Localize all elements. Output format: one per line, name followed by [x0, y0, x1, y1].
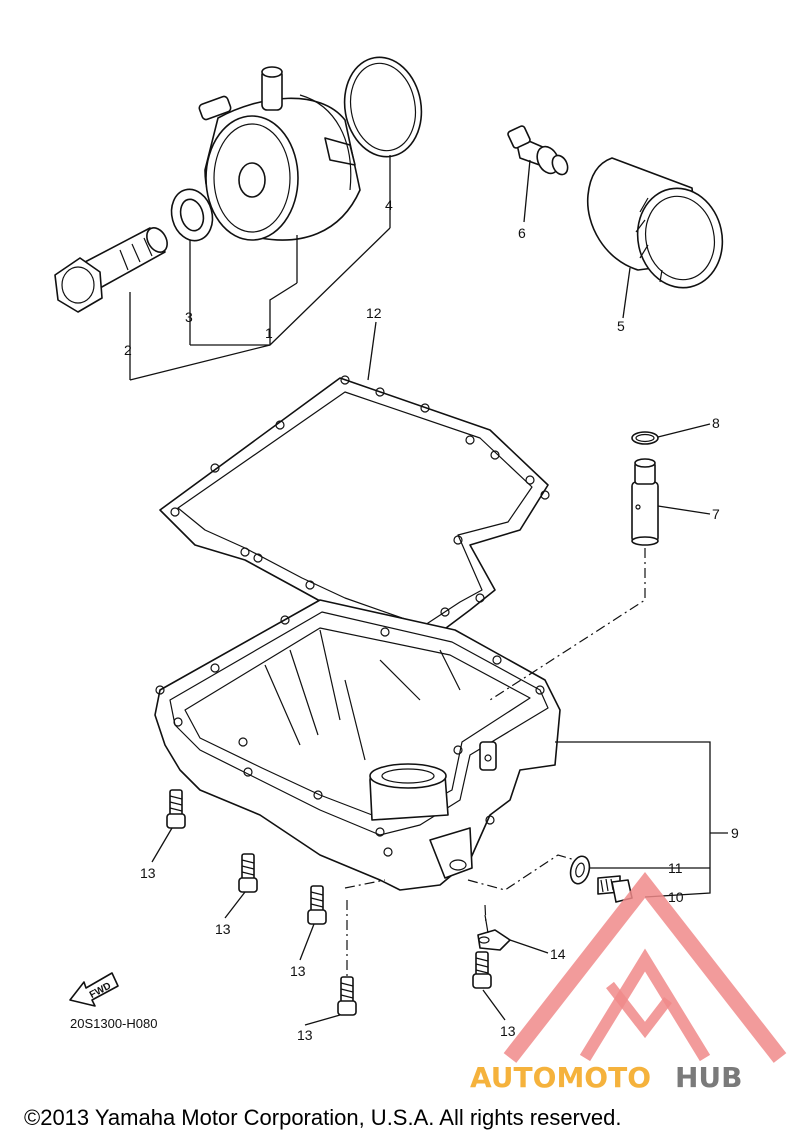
pan-bolt-1: [166, 789, 186, 829]
ref-label: 13: [290, 963, 306, 979]
oil-filter: [586, 157, 724, 289]
union-bolt: [507, 125, 569, 176]
ref-label: 13: [215, 921, 231, 937]
pan-bolt-5: [472, 951, 492, 989]
ref-label: 6: [518, 225, 526, 241]
ref-label: 2: [124, 342, 132, 358]
leader-lines: [129, 155, 728, 1026]
fwd-label: FWD: [88, 981, 113, 1001]
ref-label: 8: [712, 415, 720, 431]
automotohub-logo: AUTOMOTO HUB: [470, 871, 787, 1094]
o-ring: [343, 56, 423, 158]
ref-label: 11: [668, 860, 683, 876]
ref-label: 13: [297, 1027, 313, 1043]
oil-cooler-bolt: [54, 227, 168, 313]
ref-label: 13: [140, 865, 156, 881]
oil-cooler-housing: [198, 66, 361, 241]
ref-label: 10: [668, 889, 684, 905]
fwd-arrow-icon: FWD: [69, 972, 119, 1007]
oil-pan: [154, 599, 561, 891]
diagram-code: 20S1300-H080: [70, 1016, 157, 1031]
ref-label: 14: [550, 946, 566, 962]
ref-label: 7: [712, 506, 720, 522]
copyright-notice: ©2013 Yamaha Motor Corporation, U.S.A. A…: [24, 1105, 621, 1130]
bracket: [477, 914, 511, 951]
drain-bolt: [597, 875, 633, 903]
pan-bolt-2: [238, 853, 258, 893]
oil-pan-gasket: [159, 375, 550, 641]
reference-labels: 1 2 3 4 5 6 7 8 9 10 11 12 13 13 13 13 1…: [124, 197, 739, 1043]
pan-bolt-4: [337, 976, 357, 1016]
ref-label: 5: [617, 318, 625, 334]
ref-label: 3: [185, 309, 193, 325]
ref-label: 1: [265, 325, 273, 341]
drain-washer: [569, 855, 591, 885]
logo-text-hub: HUB: [675, 1061, 743, 1094]
logo-text-automoto: AUTOMOTO: [470, 1061, 651, 1094]
ref-label: 12: [366, 305, 382, 321]
washer: [170, 188, 214, 242]
relief-valve: [631, 458, 659, 546]
ref-label: 9: [731, 825, 739, 841]
ref-label: 4: [385, 197, 393, 213]
pan-bolt-3: [307, 885, 327, 925]
oil-pan-bolt-holes: [155, 615, 545, 857]
small-o-ring: [631, 431, 659, 445]
ref-label: 13: [500, 1023, 516, 1039]
